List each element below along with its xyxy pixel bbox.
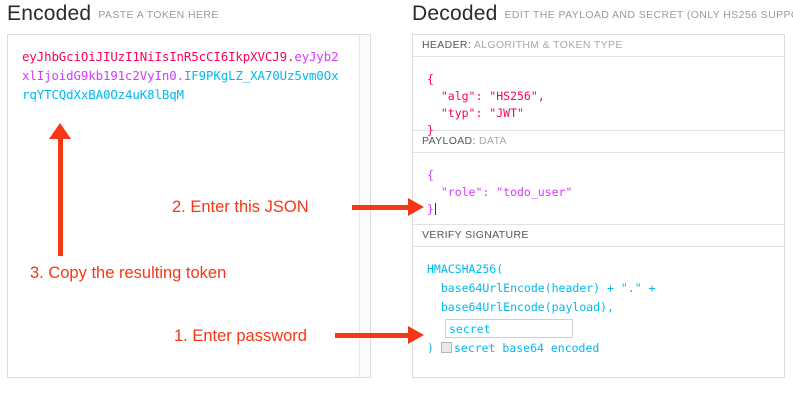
base64-encoded-checkbox[interactable] — [440, 342, 452, 353]
token-payload-segment: eyJyb2xlIjoidG9kb191c2VyIn0 — [22, 49, 339, 83]
annotation-1-enter-password: 1. Enter password — [174, 327, 307, 345]
annotation-1-arrow-head-icon — [408, 326, 424, 344]
hmac-line-3: base64UrlEncode(payload), — [427, 300, 614, 314]
decoded-panel: HEADER: ALGORITHM & TOKEN TYPE { "alg": … — [412, 34, 785, 378]
signature-formula-block: HMACSHA256( base64UrlEncode(header) + ".… — [413, 247, 784, 372]
decoded-subtitle: EDIT THE PAYLOAD AND SECRET (ONLY HS256 … — [504, 9, 793, 21]
header-json-editor[interactable]: { "alg": "HS256", "typ": "JWT" } — [413, 57, 784, 137]
token-separator-2: . — [176, 68, 184, 83]
payload-json-text: { "role": "todo_user" } — [427, 168, 573, 216]
base64-encoded-label: secret base64 encoded — [453, 341, 600, 355]
payload-section-label-strong: PAYLOAD: — [422, 135, 476, 147]
payload-section-label: PAYLOAD: DATA — [413, 131, 784, 153]
annotation-3-copy-token: 3. Copy the resulting token — [30, 264, 227, 282]
annotation-2-enter-json: 2. Enter this JSON — [172, 198, 309, 216]
hmac-line-2: base64UrlEncode(header) + "." + — [427, 281, 656, 295]
signature-section-label-strong: VERIFY SIGNATURE — [422, 229, 529, 241]
base64-encoded-row[interactable]: ) secret base64 encoded — [427, 339, 784, 358]
encoded-subtitle: PASTE A TOKEN HERE — [98, 9, 219, 21]
token-header-segment: eyJhbGciOiJIUzI1NiIsInR5cCI6IkpXVCJ9 — [22, 49, 287, 64]
header-section-label-rest: ALGORITHM & TOKEN TYPE — [471, 39, 623, 51]
secret-input[interactable] — [445, 319, 573, 338]
text-cursor — [434, 203, 436, 215]
decoded-column-heading: Decoded EDIT THE PAYLOAD AND SECRET (ONLY… — [412, 2, 793, 26]
annotation-3-arrow-shaft — [58, 135, 63, 256]
payload-json-editor[interactable]: { "role": "todo_user" } — [413, 153, 784, 225]
annotation-1-arrow-shaft — [335, 333, 410, 338]
decoded-title: Decoded — [412, 2, 498, 25]
annotation-2-arrow-head-icon — [408, 198, 424, 216]
token-signature-segment: IF9PKgLZ_XA70Uz5vm0OxrqYTCQdXxBA0Oz4uK8l… — [22, 68, 339, 102]
payload-section-label-rest: DATA — [475, 135, 507, 147]
encoded-title: Encoded — [7, 2, 92, 25]
encoded-column-heading: Encoded PASTE A TOKEN HERE — [7, 2, 219, 26]
annotation-2-arrow-shaft — [352, 205, 410, 210]
hmac-line-1: HMACSHA256( — [427, 262, 504, 276]
closing-paren: ) — [427, 341, 434, 355]
header-section-label-strong: HEADER: — [422, 39, 472, 51]
token-separator-1: . — [286, 49, 295, 64]
signature-section-label: VERIFY SIGNATURE — [413, 225, 784, 247]
annotation-3-arrow-head-icon — [49, 123, 71, 139]
encoded-token-textarea[interactable]: eyJhbGciOiJIUzI1NiIsInR5cCI6IkpXVCJ9.eyJ… — [22, 47, 342, 104]
header-section-label: HEADER: ALGORITHM & TOKEN TYPE — [413, 35, 784, 57]
